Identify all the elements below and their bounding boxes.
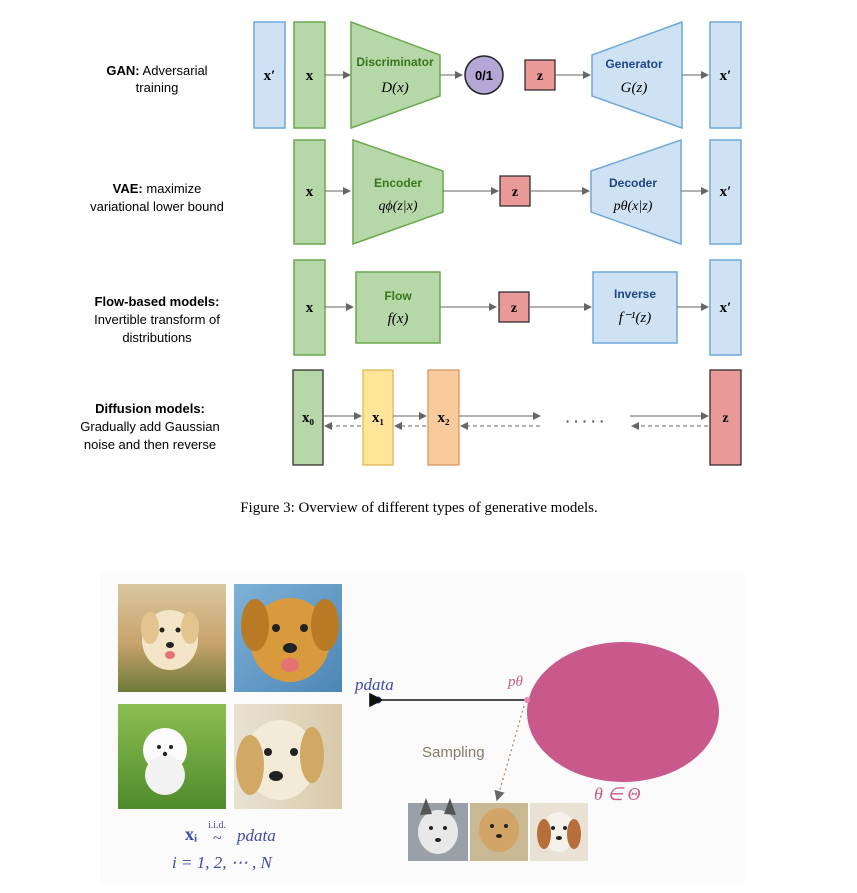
gan-row: GAN: Adversarial training x′ x Discrimin…: [106, 20, 742, 130]
p-data-label: pdata: [354, 675, 394, 694]
diffusion-x0-box: [292, 369, 324, 466]
gan-output-circle: [464, 55, 504, 95]
dog-photo-4: [234, 704, 342, 809]
decoder-trapezoid: [590, 138, 682, 246]
dog-photo-1: [118, 584, 226, 692]
gan-z-label: z: [537, 69, 543, 84]
p-theta-point: [524, 697, 530, 703]
vae-row: VAE: maximize variational lower bound x …: [90, 138, 742, 246]
dog-photo-2: [234, 584, 342, 692]
vae-z-box: [499, 175, 531, 207]
vae-z-label: z: [512, 185, 518, 200]
vae-x-input-label: x: [306, 184, 314, 200]
flow-row: Flow-based models: Invertible transform …: [94, 259, 742, 356]
iid-x-i: xᵢ: [185, 824, 197, 844]
encoder-title: Encoder: [374, 176, 422, 190]
sampling-label: Sampling: [422, 744, 485, 761]
flow-z-box: [498, 291, 530, 323]
diffusion-x1-box: [362, 369, 394, 466]
encoder-fn: qϕ(z|x): [378, 199, 417, 214]
gan-x-prime-input-box: [253, 21, 286, 129]
vae-x-prime-output-label: x′: [720, 184, 732, 200]
diffusion-label: Diffusion models:: [95, 401, 205, 416]
flow-label: Flow-based models:: [95, 294, 220, 309]
vae-x-prime-output-box: [709, 139, 742, 245]
figure-caption: Figure 3: Overview of different types of…: [240, 500, 598, 516]
gan-x-input-box: [293, 21, 326, 129]
diffusion-x1-label: x₁: [372, 410, 384, 426]
diffusion-x2-label: x₂: [438, 410, 451, 426]
sample-image-3: [530, 803, 588, 861]
flow-title: Flow: [384, 289, 412, 303]
bottom-illustration: xᵢ i.i.d. ~ pdata i = 1, 2, ⋯ , N pdata …: [100, 572, 745, 884]
diffusion-z-box: [709, 369, 742, 466]
inverse-fn: f⁻¹(z): [619, 310, 651, 326]
flow-x-prime-output-label: x′: [720, 300, 732, 316]
gan-x-prime-input-label: x′: [264, 68, 276, 84]
diffusion-row: Diffusion models: Gradually add Gaussian…: [80, 369, 742, 466]
gan-output-label: 0/1: [475, 68, 493, 83]
diffusion-label-line3: noise and then reverse: [84, 437, 216, 452]
diffusion-label-line2: Gradually add Gaussian: [80, 419, 219, 434]
diffusion-x2-box: [427, 369, 460, 466]
sample-image-2: [470, 803, 528, 861]
flow-x-prime-output-box: [709, 259, 742, 356]
iid-superscript: i.i.d.: [208, 820, 226, 831]
diffusion-x0-label: x₀: [302, 410, 315, 426]
gan-x-input-label: x: [306, 68, 314, 84]
flow-label-line2: Invertible transform of: [94, 312, 220, 327]
generator-title: Generator: [605, 57, 663, 71]
gan-label-line2: training: [136, 80, 179, 95]
iid-p-data: pdata: [236, 826, 276, 845]
decoder-title: Decoder: [609, 176, 657, 190]
p-data-point: [374, 696, 382, 704]
sample-image-1: [408, 798, 468, 861]
flow-z-label: z: [511, 301, 517, 316]
generator-trapezoid: [591, 20, 683, 130]
diffusion-ellipsis: · · · · ·: [566, 413, 605, 429]
discriminator-fn: D(x): [380, 80, 408, 96]
vae-x-input-box: [293, 139, 326, 245]
diffusion-z-label: z: [722, 411, 728, 426]
decoder-fn: pθ(x|z): [613, 199, 653, 214]
generator-fn: G(z): [621, 80, 648, 96]
flow-fn: f(x): [388, 311, 409, 327]
discriminator-title: Discriminator: [356, 55, 434, 69]
dog-photo-3: [118, 704, 226, 809]
iid-index-range: i = 1, 2, ⋯ , N: [172, 853, 273, 872]
discriminator-trapezoid: [350, 20, 441, 130]
flow-x-input-label: x: [306, 300, 314, 316]
sampling-arrow: [494, 705, 525, 802]
gan-x-prime-output-box: [709, 21, 742, 129]
flow-label-line3: distributions: [122, 330, 192, 345]
inverse-box: [592, 271, 678, 344]
inverse-title: Inverse: [614, 287, 656, 301]
vae-label: VAE: maximize: [113, 181, 202, 196]
p-theta-label: pθ: [507, 674, 524, 690]
gan-x-prime-output-label: x′: [720, 68, 732, 84]
encoder-trapezoid: [352, 138, 444, 246]
flow-box: [355, 271, 441, 344]
theta-set-label: θ ∈ Θ: [594, 784, 641, 804]
gan-z-box: [524, 59, 556, 91]
vae-label-line2: variational lower bound: [90, 199, 224, 214]
model-family-ellipse: [527, 642, 719, 782]
iid-tilde: ~: [213, 830, 222, 847]
gan-label: GAN: Adversarial: [106, 63, 207, 78]
